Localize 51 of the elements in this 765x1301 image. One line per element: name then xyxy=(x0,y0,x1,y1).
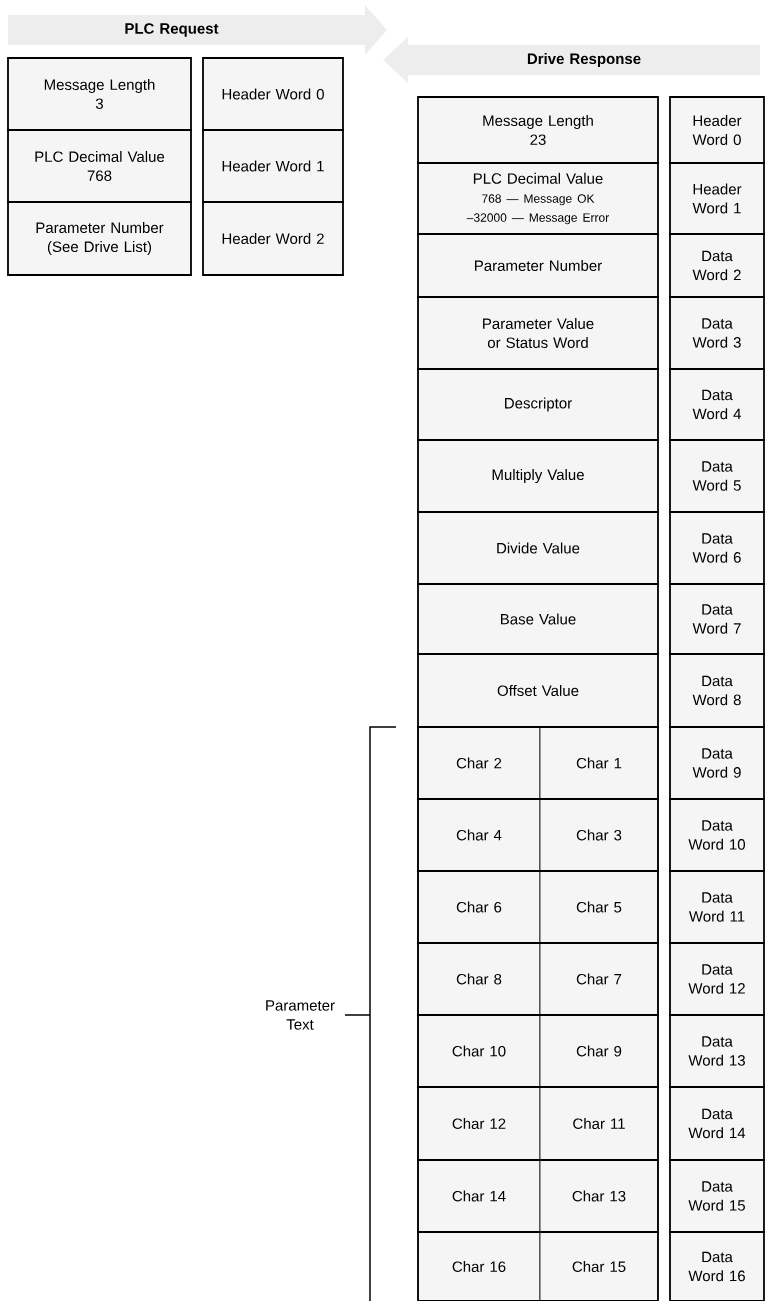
table-cell: Data Word 15 xyxy=(669,1159,765,1233)
table-cell: Char 4 xyxy=(417,798,541,872)
table-cell: Data Word 6 xyxy=(669,511,765,585)
table-cell: Data Word 12 xyxy=(669,942,765,1016)
table-cell: Char 7 xyxy=(539,942,659,1016)
table-cell: Data Word 14 xyxy=(669,1086,765,1161)
table-cell: Char 8 xyxy=(417,942,541,1016)
table-cell: Data Word 7 xyxy=(669,583,765,655)
table-cell: Parameter Number (See Drive List) xyxy=(7,201,192,276)
arrow-band: PLC Request xyxy=(8,5,387,55)
table-cell: Header Word 1 xyxy=(202,129,344,203)
table-cell: Char 16 xyxy=(417,1231,541,1301)
table-cell: Data Word 8 xyxy=(669,653,765,728)
table-cell: Data Word 16 xyxy=(669,1231,765,1301)
table-cell: Parameter Value or Status Word xyxy=(417,296,659,370)
table-cell: Data Word 11 xyxy=(669,870,765,944)
table-cell: Char 10 xyxy=(417,1014,541,1088)
table-cell: Data Word 3 xyxy=(669,296,765,370)
table-cell: Char 5 xyxy=(539,870,659,944)
table-cell: Char 9 xyxy=(539,1014,659,1088)
table-cell: Header Word 0 xyxy=(669,96,765,164)
arrow-band: Drive Response xyxy=(383,37,760,83)
table-cell: Char 6 xyxy=(417,870,541,944)
table-cell: Char 1 xyxy=(539,726,659,800)
table-cell: Char 15 xyxy=(539,1231,659,1301)
table-cell: Char 12 xyxy=(417,1086,541,1161)
table-cell: PLC Decimal Value 768 xyxy=(7,129,192,203)
table-cell: PLC Decimal Value 768 — Message OK –32000 — Message Error xyxy=(417,162,659,235)
table-cell: Multiply Value xyxy=(417,439,659,513)
table-cell: Char 2 xyxy=(417,726,541,800)
table-cell: Char 14 xyxy=(417,1159,541,1233)
table-cell: Char 13 xyxy=(539,1159,659,1233)
table-cell: Data Word 4 xyxy=(669,368,765,441)
table-cell: Data Word 9 xyxy=(669,726,765,800)
table-cell: Base Value xyxy=(417,583,659,655)
table-cell: Data Word 5 xyxy=(669,439,765,513)
node-label: Char 16 xyxy=(452,1261,506,1273)
table-cell: Char 3 xyxy=(539,798,659,872)
table-cell: Header Word 2 xyxy=(202,201,344,276)
table-cell: Divide Value xyxy=(417,511,659,585)
table-cell: Message Length 3 xyxy=(7,57,192,131)
table-cell: Header Word 0 xyxy=(202,57,344,131)
table-cell: Data Word 10 xyxy=(669,798,765,872)
table-cell: Descriptor xyxy=(417,368,659,441)
table-cell: Message Length 23 xyxy=(417,96,659,164)
table-cell: Parameter Number xyxy=(417,233,659,298)
table-cell: Data Word 13 xyxy=(669,1014,765,1088)
table-cell: Data Word 2 xyxy=(669,233,765,298)
bracket-label: Parameter Text xyxy=(266,1000,335,1030)
table-cell: Header Word 1 xyxy=(669,162,765,235)
table-cell: Char 11 xyxy=(539,1086,659,1161)
